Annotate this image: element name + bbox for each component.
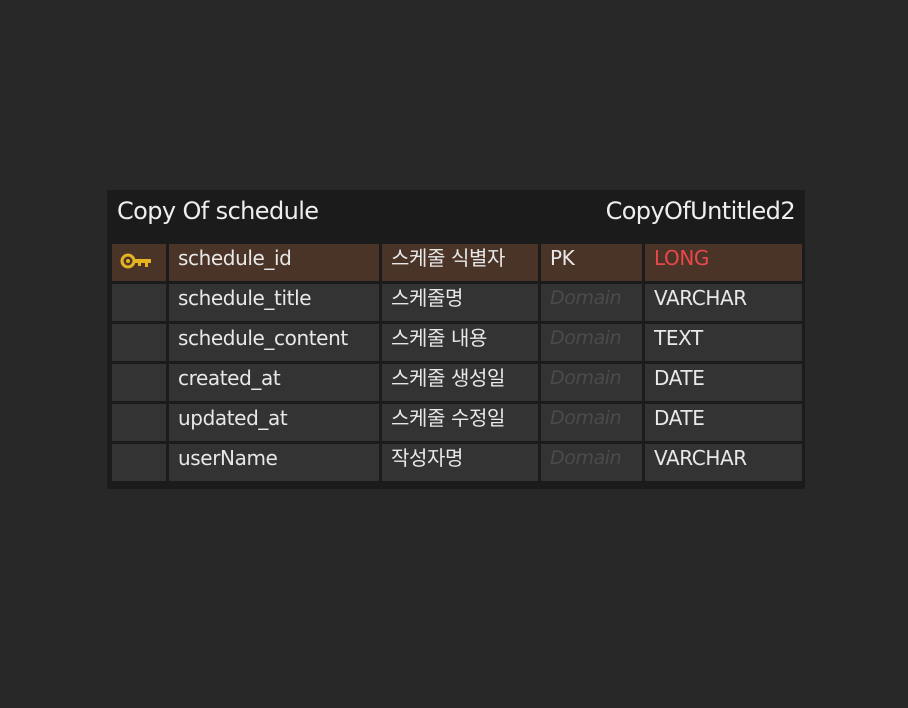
column-domain[interactable]: Domain — [541, 444, 642, 481]
column-comment[interactable]: 스케줄 내용 — [382, 324, 538, 361]
table-title: Copy Of schedule — [117, 197, 319, 225]
column-domain[interactable]: Domain — [541, 324, 642, 361]
column-type[interactable]: DATE — [645, 364, 802, 401]
column-comment[interactable]: 스케줄 식별자 — [382, 244, 538, 281]
column-row-schedule-title[interactable]: schedule_title 스케줄명 Domain VARCHAR — [112, 284, 802, 324]
column-type[interactable]: TEXT — [645, 324, 802, 361]
column-comment[interactable]: 작성자명 — [382, 444, 538, 481]
row-icon-cell — [112, 404, 166, 441]
column-row-username[interactable]: userName 작성자명 Domain VARCHAR — [112, 444, 802, 484]
column-domain[interactable]: Domain — [541, 284, 642, 321]
column-row-created-at[interactable]: created_at 스케줄 생성일 Domain DATE — [112, 364, 802, 404]
key-icon — [120, 253, 151, 269]
column-comment[interactable]: 스케줄 수정일 — [382, 404, 538, 441]
column-type[interactable]: LONG — [645, 244, 802, 281]
column-name[interactable]: updated_at — [169, 404, 379, 441]
column-domain[interactable]: Domain — [541, 364, 642, 401]
column-row-schedule-content[interactable]: schedule_content 스케줄 내용 Domain TEXT — [112, 324, 802, 364]
column-list: schedule_id 스케줄 식별자 PK LONG schedule_tit… — [112, 244, 802, 484]
column-name[interactable]: schedule_title — [169, 284, 379, 321]
column-key[interactable]: PK — [541, 244, 642, 281]
column-row-schedule-id[interactable]: schedule_id 스케줄 식별자 PK LONG — [112, 244, 802, 284]
row-icon-cell — [112, 364, 166, 401]
column-comment[interactable]: 스케줄 생성일 — [382, 364, 538, 401]
column-name[interactable]: userName — [169, 444, 379, 481]
row-icon-cell — [112, 444, 166, 481]
column-name[interactable]: created_at — [169, 364, 379, 401]
column-type[interactable]: VARCHAR — [645, 284, 802, 321]
table-header[interactable]: Copy Of schedule CopyOfUntitled2 — [107, 190, 805, 234]
column-comment[interactable]: 스케줄명 — [382, 284, 538, 321]
column-name[interactable]: schedule_content — [169, 324, 379, 361]
row-icon-cell — [112, 284, 166, 321]
column-type[interactable]: VARCHAR — [645, 444, 802, 481]
column-domain[interactable]: Domain — [541, 404, 642, 441]
row-icon-cell — [112, 244, 166, 281]
entity-table-card[interactable]: Copy Of schedule CopyOfUntitled2 schedul… — [107, 190, 805, 489]
column-row-updated-at[interactable]: updated_at 스케줄 수정일 Domain DATE — [112, 404, 802, 444]
row-icon-cell — [112, 324, 166, 361]
column-name[interactable]: schedule_id — [169, 244, 379, 281]
column-type[interactable]: DATE — [645, 404, 802, 441]
table-subtitle: CopyOfUntitled2 — [605, 197, 796, 225]
